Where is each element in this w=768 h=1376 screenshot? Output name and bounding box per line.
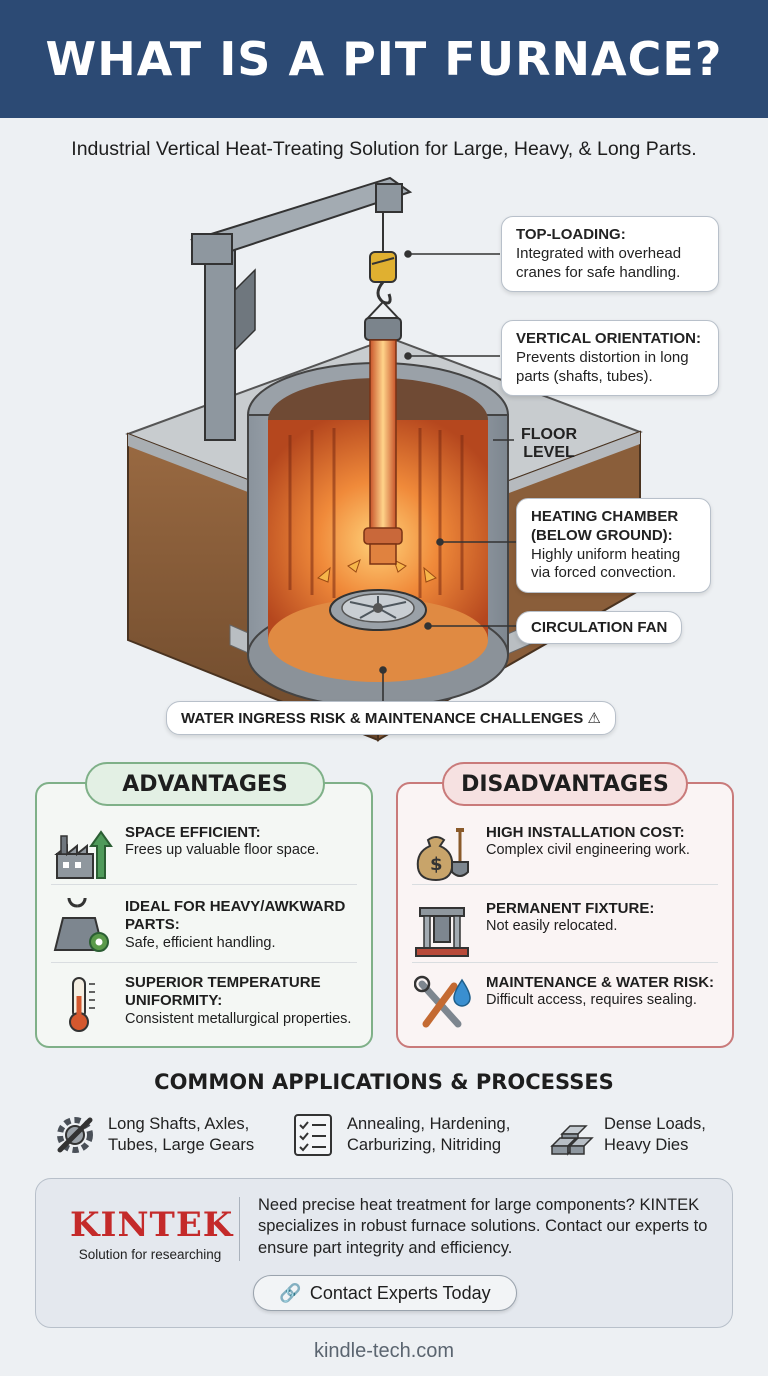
water-ingress-label: WATER INGRESS RISK & MAINTENANCE CHALLEN… (166, 701, 616, 735)
application-line: Long Shafts, Axles, (108, 1115, 250, 1134)
application-line: Annealing, Hardening, (347, 1115, 511, 1134)
application-item: Dense Loads, Heavy Dies (548, 1112, 706, 1158)
divider (412, 962, 718, 963)
money-bag-shovel-icon: $ (416, 828, 469, 882)
callout-vertical-orientation: VERTICAL ORIENTATION: Prevents distortio… (501, 320, 719, 397)
contact-card: KINTEK Solution for researching Need pre… (35, 1178, 733, 1328)
disadvantage-title: HIGH INSTALLATION COST: (486, 824, 685, 841)
pit-furnace-diagram: TOP-LOADING: Integrated with overhead cr… (0, 170, 768, 770)
disadvantage-text: Complex civil engineering work. (486, 842, 690, 859)
applications-title: COMMON APPLICATIONS & PROCESSES (154, 1070, 614, 1094)
advantages-title: ADVANTAGES (85, 762, 325, 806)
callout-heating-chamber: HEATING CHAMBER (BELOW GROUND): Highly u… (516, 498, 711, 593)
callout-text: Integrated with overhead cranes for safe… (516, 244, 682, 281)
fixture-icon (415, 907, 469, 957)
kintek-logo: KINTEK Solution for researching (70, 1205, 234, 1262)
advantage-text: Consistent metallurgical properties. (125, 1010, 352, 1027)
application-line: Carburizing, Nitriding (347, 1136, 502, 1154)
callout-top-loading: TOP-LOADING: Integrated with overhead cr… (501, 216, 719, 293)
advantages-panel: ADVANTAGES SPACE EFFICIENT: Frees up val… (35, 762, 373, 1048)
application-line: Heavy Dies (604, 1136, 689, 1154)
gear-wrench-icon (57, 1117, 93, 1153)
divider (239, 1197, 240, 1261)
tools-water-icon (414, 975, 471, 1028)
callout-title: TOP-LOADING: (516, 226, 626, 243)
factory-growth-icon (54, 830, 113, 879)
header-banner: WHAT IS A PIT FURNACE? (0, 0, 768, 118)
application-item: Long Shafts, Axles, Tubes, Large Gears (52, 1112, 254, 1158)
contact-experts-button[interactable]: 🔗 Contact Experts Today (253, 1275, 517, 1311)
application-line: Tubes, Large Gears (108, 1136, 255, 1154)
advantage-item: SUPERIOR TEMPERATURE UNIFORMITY: Consist… (53, 974, 373, 1034)
advantage-item: IDEAL FOR HEAVY/AWKWARD PARTS: Safe, eff… (53, 898, 373, 958)
disadvantage-item: PERMANENT FIXTURE: Not easily relocated. (414, 900, 734, 960)
disadvantage-item: MAINTENANCE & WATER RISK: Difficult acce… (414, 974, 734, 1034)
thermometer-icon (69, 977, 95, 1032)
brand-tagline: Solution for researching (78, 1247, 222, 1262)
divider (51, 962, 357, 963)
application-item: Annealing, Hardening, Carburizing, Nitri… (291, 1112, 510, 1158)
checklist-icon (294, 1114, 332, 1156)
metal-ingots-icon (550, 1125, 594, 1156)
circulation-fan-label: CIRCULATION FAN (516, 611, 683, 644)
advantage-title: SUPERIOR TEMPERATURE UNIFORMITY: (125, 974, 321, 1010)
cta-text: Need precise heat treatment for large co… (258, 1196, 708, 1257)
disadvantage-item: $ HIGH INSTALLATION COST: Complex civil … (414, 824, 734, 884)
disadvantage-text: Difficult access, requires sealing. (486, 992, 697, 1009)
svg-text:$: $ (430, 854, 443, 875)
contact-button-label: Contact Experts Today (309, 1282, 491, 1303)
link-icon: 🔗 (279, 1282, 302, 1303)
floor-level-label: FLOOR LEVEL (521, 426, 577, 462)
callout-text: Prevents distortion in long parts (shaft… (516, 348, 689, 385)
callout-title: VERTICAL ORIENTATION: (516, 330, 701, 347)
advantage-title: SPACE EFFICIENT: (125, 824, 261, 841)
brand-name: KINTEK (70, 1205, 234, 1245)
disadvantage-title: PERMANENT FIXTURE: (486, 900, 655, 917)
website-link[interactable]: kindle-tech.com (313, 1340, 455, 1362)
subtitle: Industrial Vertical Heat-Treating Soluti… (71, 138, 697, 160)
divider (51, 884, 357, 885)
divider (412, 884, 718, 885)
callout-text: Highly uniform heating via forced convec… (531, 545, 681, 582)
disadvantage-text: Not easily relocated. (486, 918, 618, 935)
weight-gear-icon (53, 898, 109, 952)
application-line: Dense Loads, (604, 1115, 706, 1134)
advantage-item: SPACE EFFICIENT: Frees up valuable floor… (53, 824, 373, 884)
disadvantages-panel: DISADVANTAGES $ HIGH INSTALLATION COST: … (396, 762, 734, 1048)
advantage-title: IDEAL FOR HEAVY/AWKWARD PARTS: (125, 898, 346, 934)
disadvantages-title: DISADVANTAGES (442, 762, 688, 806)
disadvantage-title: MAINTENANCE & WATER RISK: (486, 974, 715, 991)
page-title: WHAT IS A PIT FURNACE? (45, 32, 723, 86)
callout-title: HEATING CHAMBER (BELOW GROUND): (531, 508, 679, 544)
advantage-text: Safe, efficient handling. (125, 934, 276, 951)
advantage-text: Frees up valuable floor space. (125, 842, 320, 859)
